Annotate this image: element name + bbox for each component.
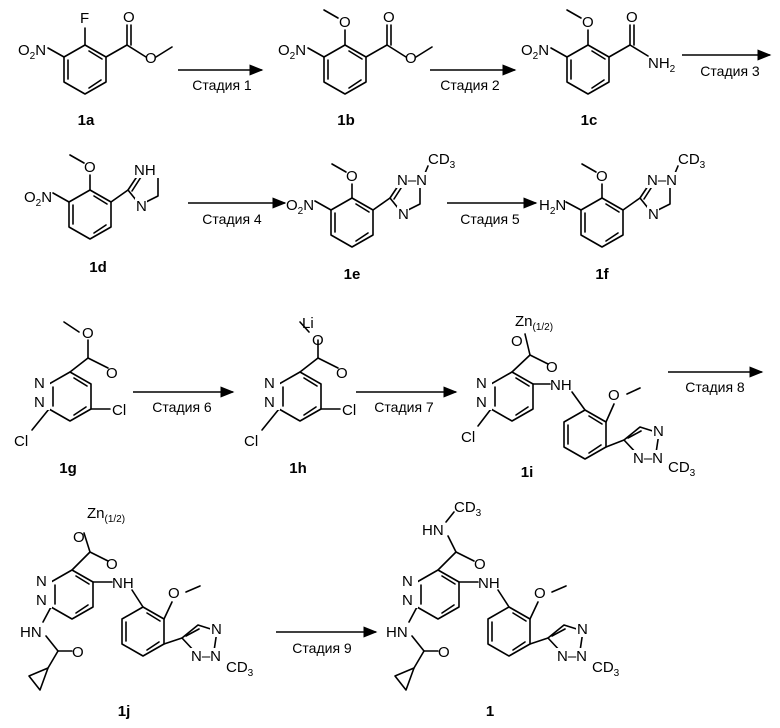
atom-label-cl: Cl (244, 433, 258, 450)
stage-label-5: Стадия 5 (460, 211, 520, 227)
atom-label-n: N (34, 394, 45, 411)
atom-label-nh2: NH2 (648, 55, 676, 75)
atom-label-o: O (546, 359, 558, 376)
atom-label-o2n: O2N (24, 189, 52, 209)
atom-label-n-n: N–N (191, 648, 221, 665)
atom-label-n: N (264, 375, 275, 392)
stage-label-3: Стадия 3 (700, 63, 760, 79)
atom-label-zn: Zn(1/2) (87, 505, 125, 525)
atom-label-o: O (123, 9, 135, 26)
atom-label-n-n: N–N (633, 450, 663, 467)
stage-label-7: Стадия 7 (374, 399, 434, 415)
atom-label-o: O (106, 556, 118, 573)
stage-label-6: Стадия 6 (152, 399, 212, 415)
atom-label-o: O (596, 168, 608, 185)
stage-label-8: Стадия 8 (685, 379, 745, 395)
atom-label-n: N (264, 394, 275, 411)
compound-label-1i: 1i (521, 464, 534, 481)
atom-label-li: Li (302, 315, 314, 332)
atom-label-hn: HN (422, 522, 444, 539)
compound-label-1f: 1f (595, 266, 609, 283)
compound-label-1e: 1e (344, 266, 361, 283)
atom-label-o: O (474, 556, 486, 573)
atom-label-cd3: CD3 (454, 499, 482, 519)
atom-label-o: O (608, 387, 620, 404)
atom-label-o: O (145, 50, 157, 67)
atom-label-cl: Cl (461, 429, 475, 446)
structure-1i (478, 334, 659, 459)
atom-label-o: O (438, 644, 450, 661)
atom-label-o2n: O2N (286, 197, 314, 217)
atom-label-o: O (626, 9, 638, 26)
compound-label-1b: 1b (337, 112, 355, 129)
compound-label-1c: 1c (581, 112, 598, 129)
atom-label-o: O (82, 325, 94, 342)
atom-label-n: N (402, 592, 413, 609)
atom-label-o: O (383, 9, 395, 26)
compound-label-1d: 1d (89, 259, 107, 276)
atom-label-n: N (136, 198, 147, 215)
structure-1j (29, 533, 217, 690)
atom-label-o: O (72, 644, 84, 661)
atom-label-n: N (402, 573, 413, 590)
compound-label-1g: 1g (59, 460, 77, 477)
compound-label-1: 1 (486, 703, 494, 720)
atom-label-n: N (476, 375, 487, 392)
atom-label-h2n: H2N (539, 197, 566, 217)
atom-label-n: N (211, 621, 222, 638)
atom-label-zn: Zn(1/2) (515, 313, 553, 333)
atom-label-cd3: CD3 (678, 151, 706, 171)
atom-label-cl: Cl (14, 433, 28, 450)
atom-label-o: O (511, 333, 523, 350)
atom-label-cd3: CD3 (226, 659, 254, 679)
compound-label-1a: 1a (78, 112, 95, 129)
atom-label-o: O (168, 585, 180, 602)
atom-label-n-n: N–N (397, 172, 427, 189)
atom-label-f: F (80, 10, 89, 27)
compound-label-1j: 1j (118, 703, 131, 720)
compound-label-1h: 1h (289, 460, 307, 477)
atom-label-n: N (653, 423, 664, 440)
atom-label-cl: Cl (342, 402, 356, 419)
atom-label-o: O (312, 332, 324, 349)
stage-label-4: Стадия 4 (202, 211, 262, 227)
atom-label-nh: NH (134, 162, 156, 179)
atom-label-o: O (405, 50, 417, 67)
atom-label-o: O (73, 529, 85, 546)
stage-label-2: Стадия 2 (440, 77, 500, 93)
atom-label-cd3: CD3 (592, 659, 620, 679)
atom-label-o2n: O2N (521, 42, 549, 62)
atom-label-o: O (534, 585, 546, 602)
stage-label-1: Стадия 1 (192, 77, 252, 93)
atom-label-n: N (36, 592, 47, 609)
atom-label-o2n: O2N (18, 42, 46, 62)
atom-label-n: N (648, 206, 659, 223)
atom-label-n: N (34, 375, 45, 392)
atom-label-cd3: CD3 (668, 459, 696, 479)
atom-label-nh: NH (550, 377, 572, 394)
atom-label-nh: NH (478, 575, 500, 592)
atom-label-n-n: N–N (647, 172, 677, 189)
atom-label-cl: Cl (112, 402, 126, 419)
atom-label-o: O (84, 159, 96, 176)
atom-label-hn: HN (386, 624, 408, 641)
stage-label-9: Стадия 9 (292, 640, 352, 656)
atom-label-n: N (476, 394, 487, 411)
atom-label-o: O (106, 365, 118, 382)
atom-label-cd3: CD3 (428, 151, 456, 171)
atom-label-o: O (582, 14, 594, 31)
atom-label-o2n: O2N (278, 42, 306, 62)
atom-label-hn: HN (20, 624, 42, 641)
atom-label-n: N (577, 621, 588, 638)
atom-label-o: O (336, 365, 348, 382)
atom-label-nh: NH (112, 575, 134, 592)
atom-label-n: N (398, 206, 409, 223)
atom-label-n: N (36, 573, 47, 590)
atom-label-o: O (346, 168, 358, 185)
atom-label-n-n: N–N (557, 648, 587, 665)
atom-label-o: O (339, 14, 351, 31)
